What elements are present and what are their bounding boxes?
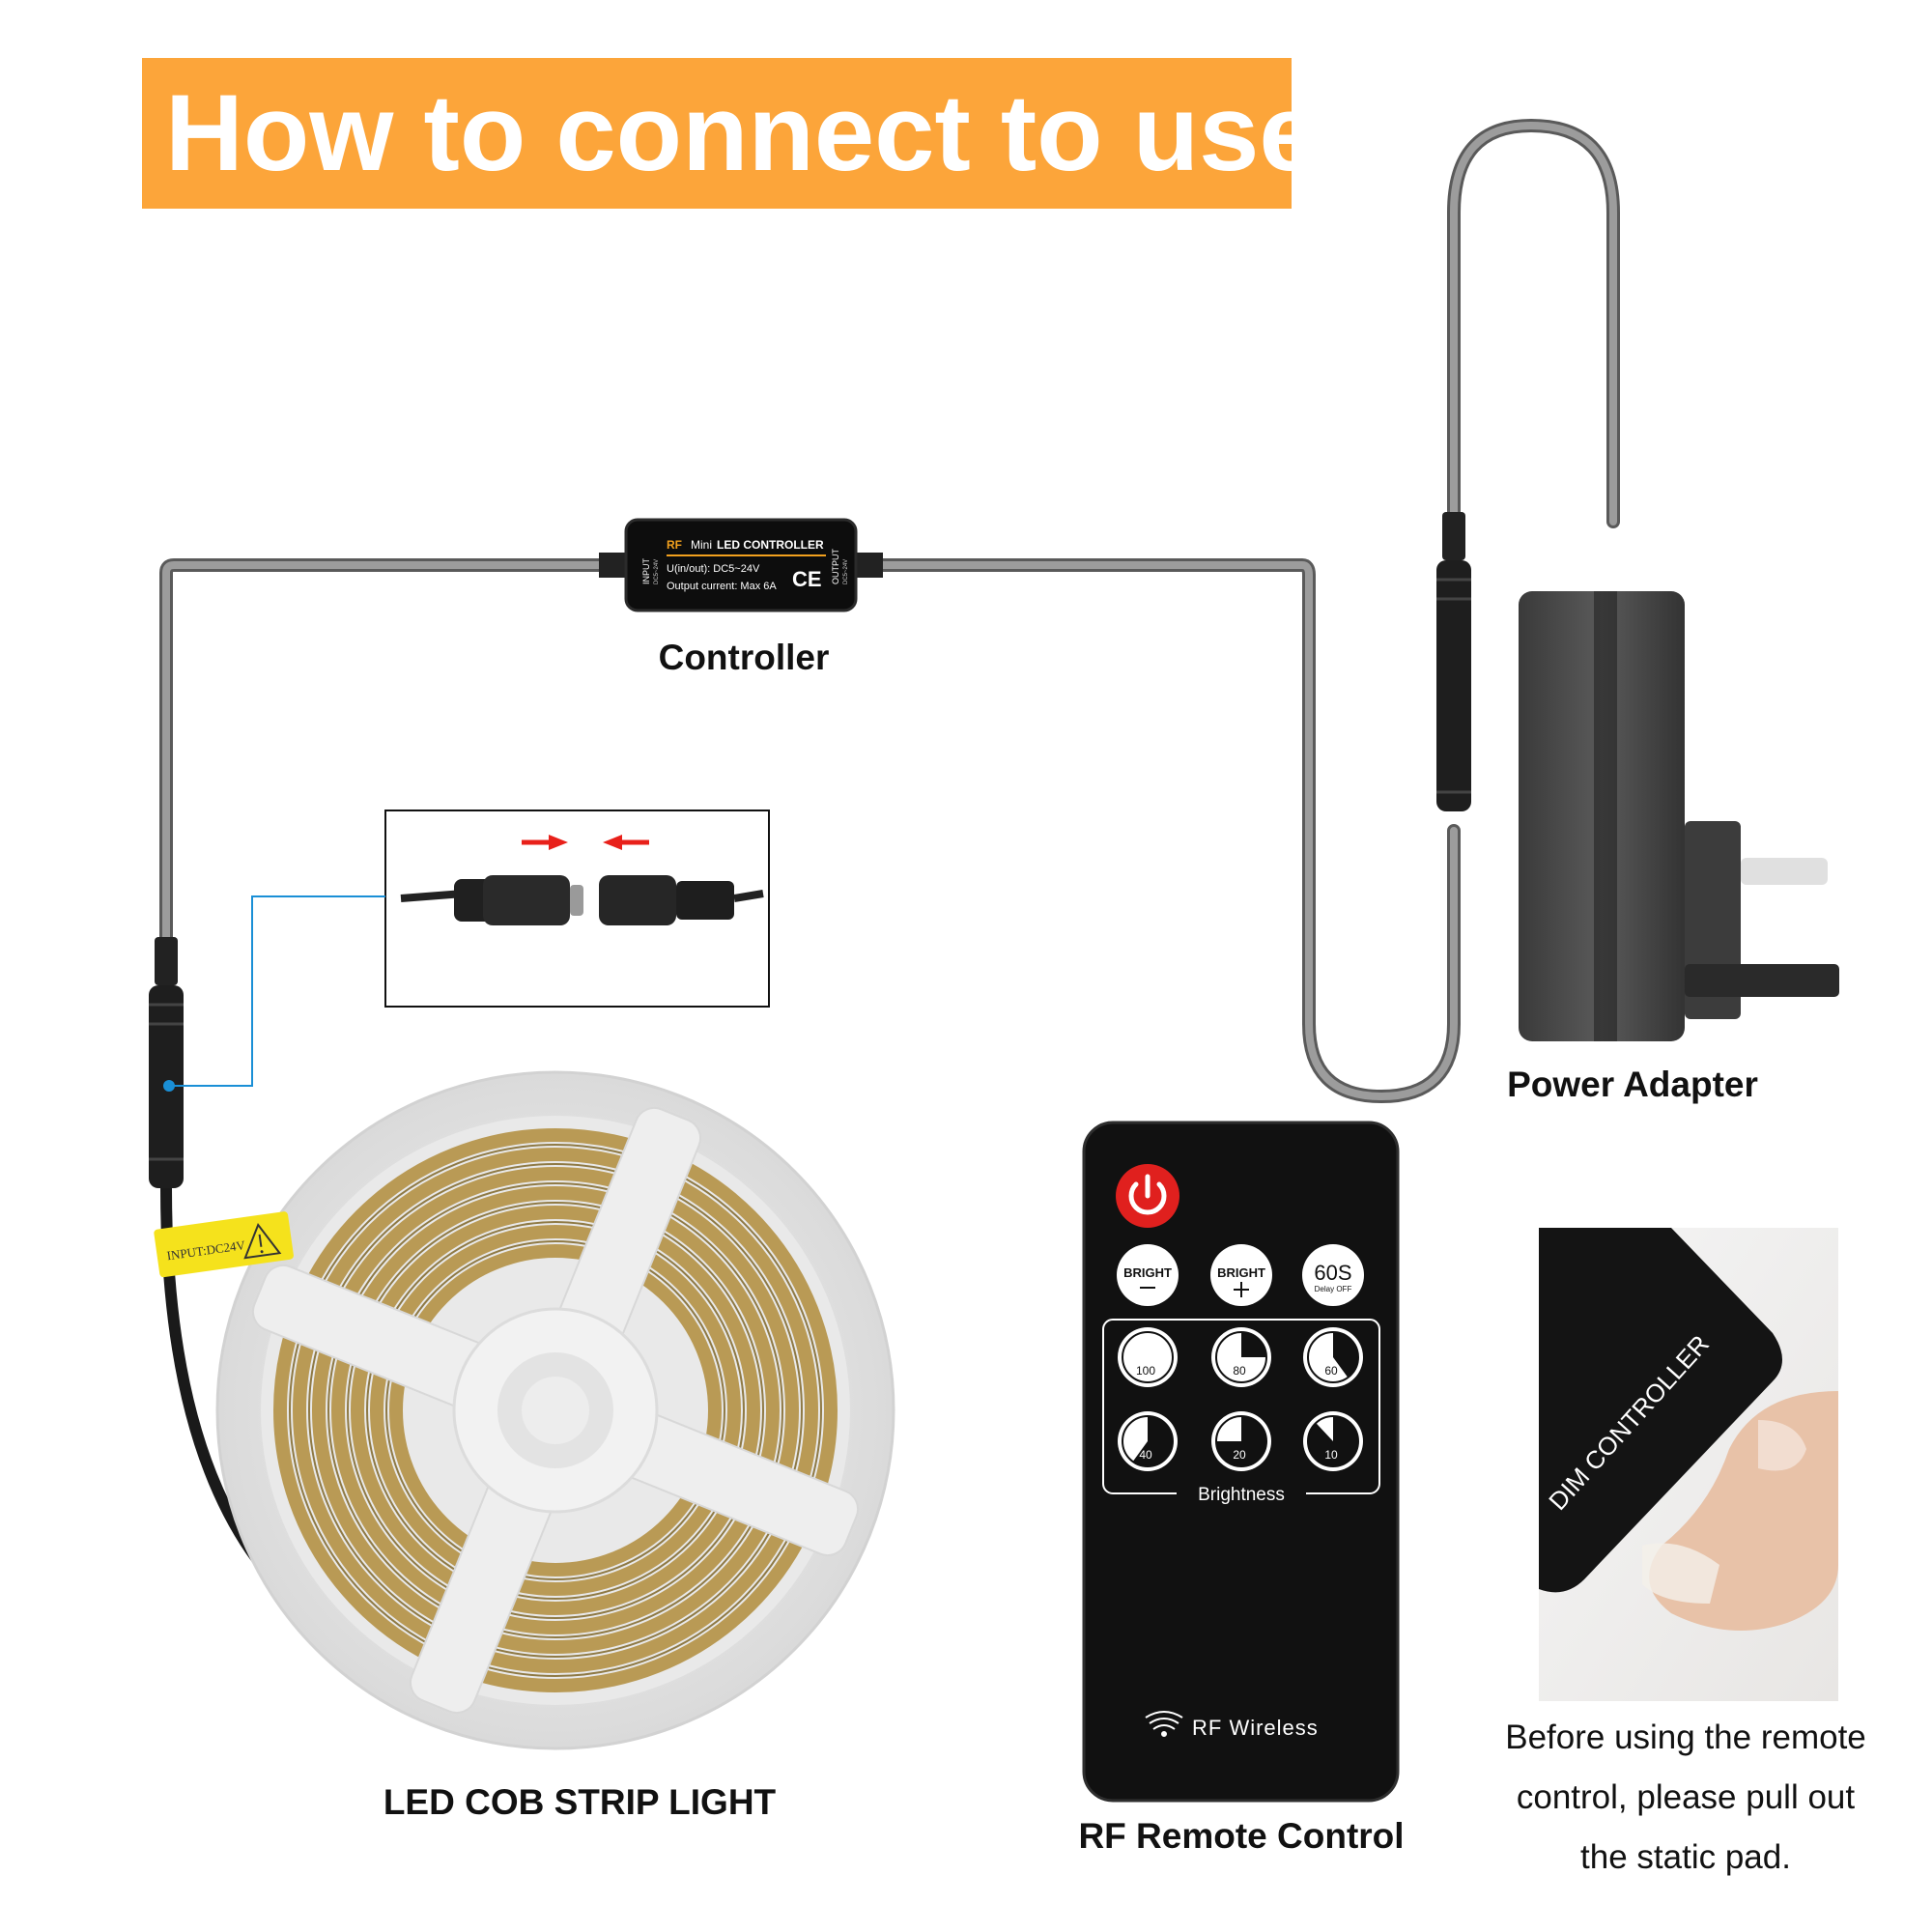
strip-connector — [149, 937, 184, 1188]
brightness-40-button[interactable]: 40 — [1118, 1411, 1178, 1471]
bright-down-label: BRIGHT — [1123, 1265, 1172, 1280]
brightness-level-label: 10 — [1324, 1448, 1338, 1462]
brightness-dial-icon — [1333, 1332, 1359, 1378]
bright-down-button[interactable]: BRIGHT — [1117, 1244, 1179, 1306]
voltage-tag: INPUT:DC24V — [154, 1211, 294, 1278]
brightness-level-label: 100 — [1136, 1364, 1155, 1378]
controller-brand: Mini — [691, 538, 712, 552]
controller-input: INPUT — [641, 557, 651, 584]
brightness-label: Brightness — [1198, 1485, 1285, 1505]
controller-name: LED CONTROLLER — [717, 538, 824, 552]
note-line-2: control, please pull out — [1516, 1778, 1856, 1816]
controller-input-range: DC5~24V — [654, 559, 660, 584]
adapter-connector — [1436, 512, 1471, 811]
controller-rf: RF — [667, 538, 682, 552]
ce-mark: CE — [792, 567, 822, 591]
power-icon — [1128, 1174, 1167, 1215]
brightness-level-label: 20 — [1233, 1448, 1246, 1462]
static-pad-note: Before using the remote control, please … — [1483, 1708, 1889, 1888]
push-arrow-left — [603, 835, 649, 850]
brightness-dial-icon — [1132, 1416, 1173, 1466]
remote-control: BRIGHT BRIGHT 60S Delay OFF Brightness 1… — [1082, 1121, 1400, 1803]
wire-controller-to-adapter — [863, 558, 1461, 1103]
bright-up-button[interactable]: BRIGHT — [1210, 1244, 1272, 1306]
brightness-dial-icon — [1308, 1416, 1359, 1466]
brightness-20-button[interactable]: 20 — [1211, 1411, 1271, 1471]
power-button[interactable] — [1116, 1164, 1179, 1228]
plug-pin-bottom — [1685, 964, 1839, 997]
plug-pin-top — [1741, 858, 1828, 885]
brightness-10-button[interactable]: 10 — [1303, 1411, 1363, 1471]
strip-coil-dark — [289, 1144, 822, 1677]
warning-icon — [243, 1222, 282, 1260]
controller-device: RF Mini LED CONTROLLER U(in/out): DC5~24… — [599, 518, 883, 612]
delay-off-button[interactable]: 60S Delay OFF — [1302, 1244, 1364, 1306]
strip-coil — [273, 1128, 838, 1692]
brightness-level-label: 80 — [1233, 1364, 1246, 1378]
page-title: How to connect to use — [165, 72, 1320, 193]
connector-inset — [384, 810, 770, 1008]
wire-adapter-loop — [1447, 119, 1620, 528]
controller-output: OUTPUT — [831, 549, 840, 585]
delay-sub-label: Delay OFF — [1315, 1285, 1352, 1293]
power-adapter-label: Power Adapter — [1507, 1065, 1758, 1104]
brightness-80-button[interactable]: 80 — [1211, 1327, 1271, 1387]
remote-control-label: RF Remote Control — [1078, 1816, 1405, 1856]
rf-wireless-label: RF Wireless — [1192, 1716, 1319, 1740]
static-pad-photo: DIM CONTROLLER — [1539, 1228, 1838, 1701]
delay-main-label: 60S — [1314, 1261, 1351, 1285]
brightness-dial-icon — [1241, 1332, 1266, 1357]
finger-pulling-pad — [1642, 1391, 1838, 1631]
brightness-level-label: 40 — [1139, 1448, 1152, 1462]
bright-up-label: BRIGHT — [1217, 1265, 1265, 1280]
title-banner: How to connect to use — [142, 58, 1320, 209]
controller-voltage: U(in/out): DC5~24V — [667, 563, 760, 575]
inset-pointer-line — [169, 895, 385, 1087]
brightness-60-button[interactable]: 60 — [1303, 1327, 1363, 1387]
push-arrow-right — [522, 835, 568, 850]
note-line-3: the static pad. — [1580, 1838, 1791, 1876]
brightness-level-label: 60 — [1324, 1364, 1338, 1378]
led-strip-reel — [215, 1070, 895, 1750]
led-strip-label: LED COB STRIP LIGHT — [383, 1782, 777, 1822]
note-line-1: Before using the remote — [1505, 1719, 1866, 1756]
controller-output-range: DC5~24V — [843, 559, 849, 584]
rf-wireless-icon — [1145, 1711, 1183, 1737]
brightness-100-button[interactable]: 100 — [1118, 1327, 1178, 1387]
brightness-dial-icon — [1216, 1416, 1266, 1466]
controller-label: Controller — [658, 638, 830, 677]
power-adapter — [1519, 591, 1839, 1041]
controller-current: Output current: Max 6A — [667, 581, 777, 592]
